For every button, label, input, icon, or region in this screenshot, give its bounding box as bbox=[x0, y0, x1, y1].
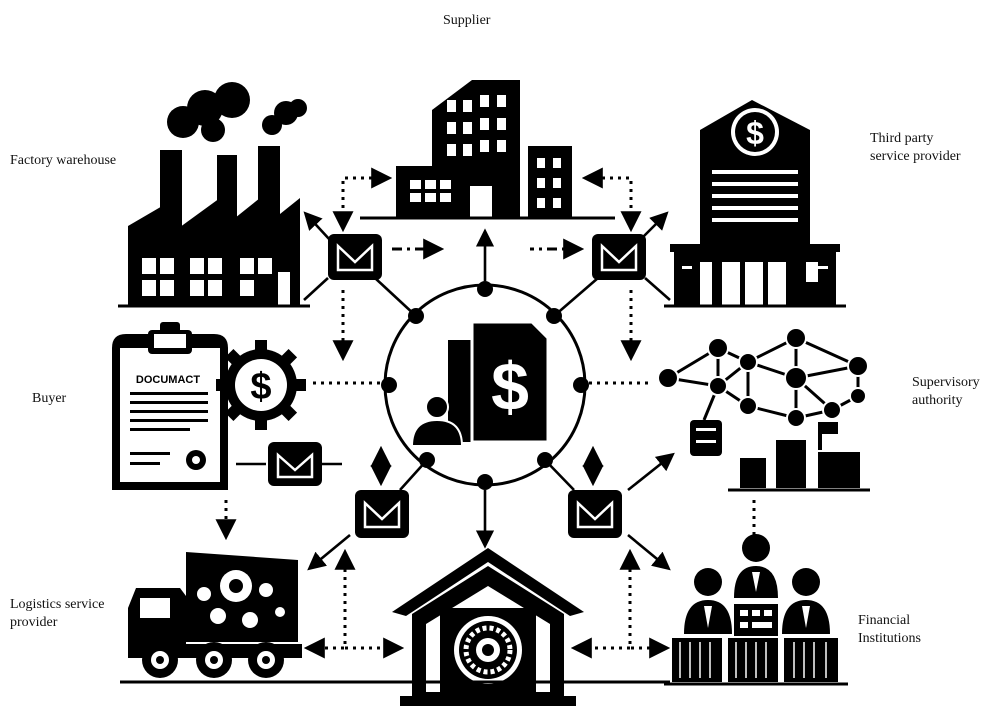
envelope-icon-bottom-left bbox=[355, 490, 409, 538]
finance-document-icon: $ bbox=[448, 320, 550, 444]
envelope-icon-bottom-right bbox=[568, 490, 622, 538]
person-icon bbox=[734, 534, 778, 598]
logistics-truck-icon bbox=[120, 552, 310, 684]
smoke-icon bbox=[167, 82, 307, 142]
label-third-party-service-provider: Third party service provider bbox=[870, 131, 961, 164]
label-financial-institutions: Financial Institutions bbox=[858, 613, 922, 646]
supervisory-network-icon bbox=[657, 327, 870, 492]
money-gear-icon: $ bbox=[216, 340, 306, 430]
envelope-icon-third-party bbox=[592, 234, 646, 280]
third-party-bank-icon: $ bbox=[664, 100, 846, 308]
envelope-icon-factory bbox=[328, 234, 382, 280]
label-logistics-service-provider: Logistics service provider bbox=[10, 597, 105, 630]
label-supervisory-authority: Supervisory authority bbox=[912, 375, 980, 408]
supplier-building-icon bbox=[360, 80, 615, 220]
contract-title: DOCUMACT bbox=[136, 374, 200, 386]
dotted-connectors bbox=[215, 167, 756, 659]
label-buyer: Buyer bbox=[32, 391, 67, 406]
financial-institutions-icon bbox=[664, 534, 848, 686]
small-gear-icon bbox=[186, 450, 206, 470]
person-icon bbox=[782, 568, 830, 634]
server-icon bbox=[690, 420, 722, 456]
gear-dollar-sign: $ bbox=[250, 366, 271, 408]
person-icon bbox=[684, 568, 732, 634]
label-supplier: Supplier bbox=[443, 13, 491, 28]
third-party-dollar-sign: $ bbox=[746, 115, 764, 151]
envelope-icon-buyer bbox=[268, 442, 322, 486]
hub-dollar-sign: $ bbox=[491, 349, 529, 425]
buyer-contract-icon: DOCUMACT bbox=[112, 322, 228, 490]
factory-warehouse-icon bbox=[118, 82, 310, 308]
user-icon bbox=[410, 395, 464, 447]
bank-vault-icon bbox=[310, 548, 670, 706]
bar-chart-icon bbox=[740, 422, 860, 488]
label-factory-warehouse: Factory warehouse bbox=[10, 153, 117, 168]
central-hub: $ bbox=[381, 281, 589, 490]
